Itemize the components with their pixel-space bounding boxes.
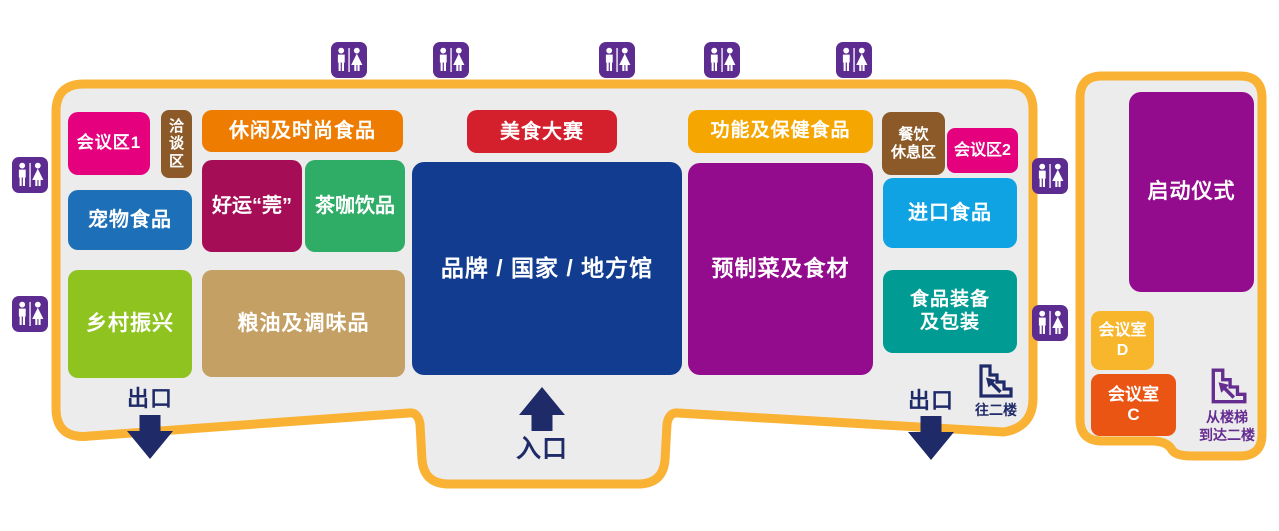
restroom-icon <box>12 296 48 332</box>
restroom-icon <box>704 42 740 78</box>
stairs-main-label: 往二楼 <box>975 402 1017 418</box>
restroom-icon <box>1032 158 1068 194</box>
zone-meeting-room-d: 会议室 D <box>1091 311 1154 370</box>
zone-food-equipment-packaging: 食品装备 及包装 <box>883 270 1017 353</box>
zone-prepared-dishes-ingredients: 预制菜及食材 <box>688 163 873 375</box>
restroom-icon <box>433 42 469 78</box>
exit-left-label: 出口 <box>126 386 173 411</box>
zone-functional-health-food: 功能及保健食品 <box>688 110 873 153</box>
zone-tea-coffee-drinks: 茶咖饮品 <box>305 160 405 252</box>
zone-grain-oil-condiments: 粮油及调味品 <box>202 270 405 377</box>
zone-launch-ceremony: 启动仪式 <box>1129 92 1254 292</box>
zone-food-competition: 美食大赛 <box>467 110 617 153</box>
zone-pet-food: 宠物食品 <box>68 190 192 250</box>
zone-rural-revitalization: 乡村振兴 <box>68 270 192 378</box>
entrance-arrow-up-icon <box>514 387 570 431</box>
restroom-icon <box>1032 305 1068 341</box>
zone-dining-rest-area: 餐饮 休息区 <box>882 112 945 175</box>
stairs-to-second-floor-icon <box>975 362 1015 402</box>
zone-meeting-area-2: 会议区2 <box>947 128 1018 173</box>
restroom-icon <box>836 42 872 78</box>
zone-meeting-room-c: 会议室 C <box>1091 374 1176 436</box>
zone-negotiation-area: 洽 谈 区 <box>161 110 192 178</box>
restroom-icon <box>599 42 635 78</box>
exit-right-arrow-down-icon <box>908 416 954 460</box>
exit-left-arrow-down-icon <box>127 415 173 459</box>
zone-imported-food: 进口食品 <box>883 178 1017 248</box>
stairs-to-second-floor-icon <box>1206 366 1250 408</box>
exit-right-label: 出口 <box>907 388 954 413</box>
zone-brand-country-regional-pavilion: 品牌 / 国家 / 地方馆 <box>412 162 682 375</box>
restroom-icon <box>331 42 367 78</box>
zone-leisure-fashion-food: 休闲及时尚食品 <box>202 110 403 152</box>
stairs-annex-label: 从楼梯 到达二楼 <box>1199 409 1255 443</box>
restroom-icon <box>12 157 48 193</box>
entrance-label: 入口 <box>515 435 568 463</box>
zone-meeting-area-1: 会议区1 <box>68 112 150 175</box>
zone-lucky-guan: 好运“莞” <box>202 160 302 252</box>
